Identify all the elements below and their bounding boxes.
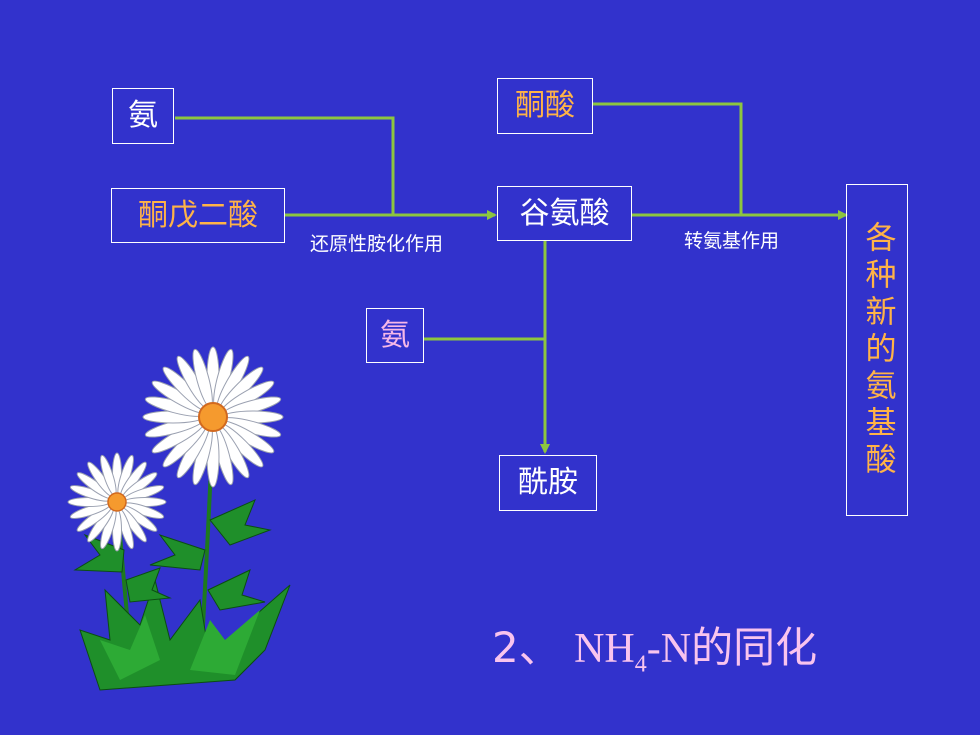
- node-amino-acids: 各种新的氨基酸: [846, 184, 908, 516]
- node-ammonia-mid: 氨: [366, 308, 424, 363]
- node-ketoglutarate-label: 酮戊二酸: [138, 197, 258, 233]
- node-glutamate-label: 谷氨酸: [519, 195, 610, 231]
- edge-label-transamination: 转氨基作用: [684, 230, 780, 252]
- node-ammonia-mid-label: 氨: [380, 317, 410, 353]
- caption-rest: 的同化: [691, 623, 818, 672]
- node-ammonia-top-label: 氨: [128, 98, 158, 133]
- node-keto-acid: 酮酸: [497, 78, 593, 134]
- node-amino-acids-label: 各种新的氨基酸: [859, 220, 896, 480]
- caption-subscript: 4: [634, 651, 647, 678]
- daisy-flowers-illustration: [67, 346, 291, 691]
- caption-number: 2、: [492, 623, 561, 672]
- edge-label-reductive-amination: 还原性胺化作用: [310, 233, 444, 255]
- caption-n: -N: [646, 626, 692, 672]
- node-amide: 酰胺: [499, 455, 597, 511]
- caption-nh: NH: [574, 626, 635, 672]
- node-ketoglutarate: 酮戊二酸: [111, 188, 285, 243]
- keto-acid-connector: [593, 102, 743, 215]
- node-ammonia-top: 氨: [112, 88, 174, 144]
- ammonia-top-connector: [175, 116, 395, 215]
- node-keto-acid-label: 酮酸: [515, 88, 575, 123]
- node-amide-label: 酰胺: [518, 465, 578, 500]
- slide-caption: 2、 NH4-N的同化: [492, 614, 817, 678]
- node-glutamate: 谷氨酸: [497, 186, 632, 241]
